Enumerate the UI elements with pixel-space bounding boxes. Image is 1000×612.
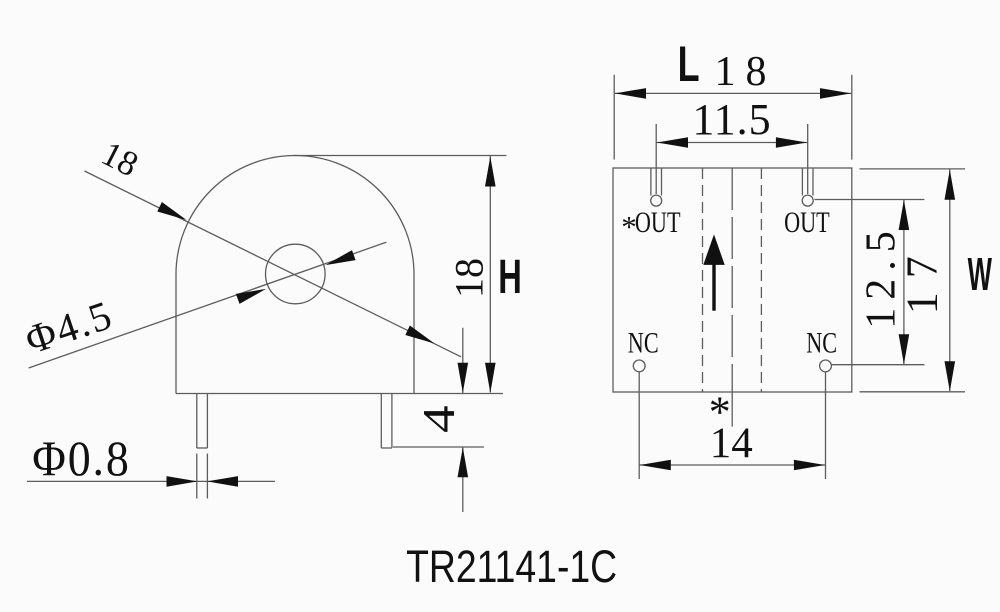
svg-text:W: W (968, 248, 993, 300)
svg-text:L: L (678, 37, 700, 92)
svg-text:H: H (498, 250, 522, 304)
svg-text:*: * (621, 209, 637, 244)
svg-text:12.5: 12.5 (858, 223, 904, 329)
svg-text:17: 17 (897, 242, 946, 314)
svg-text:Φ0.8: Φ0.8 (32, 431, 130, 486)
svg-text:NC: NC (628, 325, 659, 359)
svg-text:18: 18 (715, 49, 777, 95)
svg-text:OUT: OUT (784, 205, 830, 239)
svg-text:14: 14 (710, 420, 753, 467)
svg-text:18: 18 (447, 258, 492, 298)
svg-text:4: 4 (413, 405, 464, 433)
svg-text:TR21141-1C: TR21141-1C (406, 542, 617, 592)
svg-text:OUT: OUT (635, 205, 681, 239)
svg-text:11.5: 11.5 (692, 95, 771, 144)
svg-text:NC: NC (806, 325, 837, 359)
svg-text:*: * (709, 388, 731, 437)
